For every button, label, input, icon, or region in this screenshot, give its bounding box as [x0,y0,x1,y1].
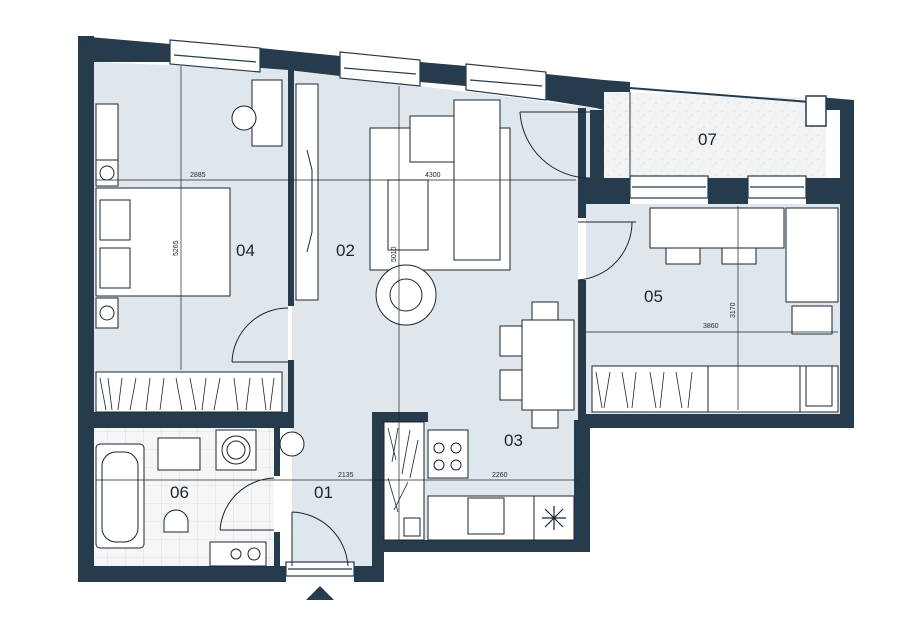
bedroom-04-furniture [95,79,283,413]
entrance-arrow-icon [306,586,334,600]
balcony [629,87,827,178]
wardrobe-04 [99,377,275,411]
room-label-05: 05 [644,287,663,306]
dim-living-length: 5010 [391,246,398,262]
dim-room04-length: 5265 [173,240,180,256]
wardrobe-05 [595,371,693,409]
room-label-03: 03 [504,431,523,450]
room-05-furniture [591,207,839,413]
dim-hall-width: 2135 [338,472,354,479]
living-02-furniture [295,83,511,326]
room-label-01: 01 [314,483,333,502]
dim-room04-width: 2885 [190,172,206,179]
kitchen-03-furniture [383,301,575,541]
room-label-06: 06 [170,483,189,502]
dimension-labels: 2885 5265 4300 5010 3170 3860 2135 2260 [173,172,737,479]
snowflake-icon [542,506,566,530]
doors [219,111,636,567]
pantry-hatching [387,427,419,513]
dim-room05-length: 3170 [730,302,737,318]
walls [78,36,854,582]
room-label-02: 02 [336,241,355,260]
windows [169,39,807,577]
dimension-lines [96,66,838,540]
room-label-04: 04 [236,241,255,260]
dim-kitchen-width: 2260 [492,472,508,479]
room-labels: 01 02 03 04 05 06 07 [170,130,717,502]
bathroom-06-fixtures [95,429,305,567]
dim-room05-width: 3860 [703,323,719,330]
dim-living-width: 4300 [425,172,441,179]
room-label-07: 07 [698,130,717,149]
